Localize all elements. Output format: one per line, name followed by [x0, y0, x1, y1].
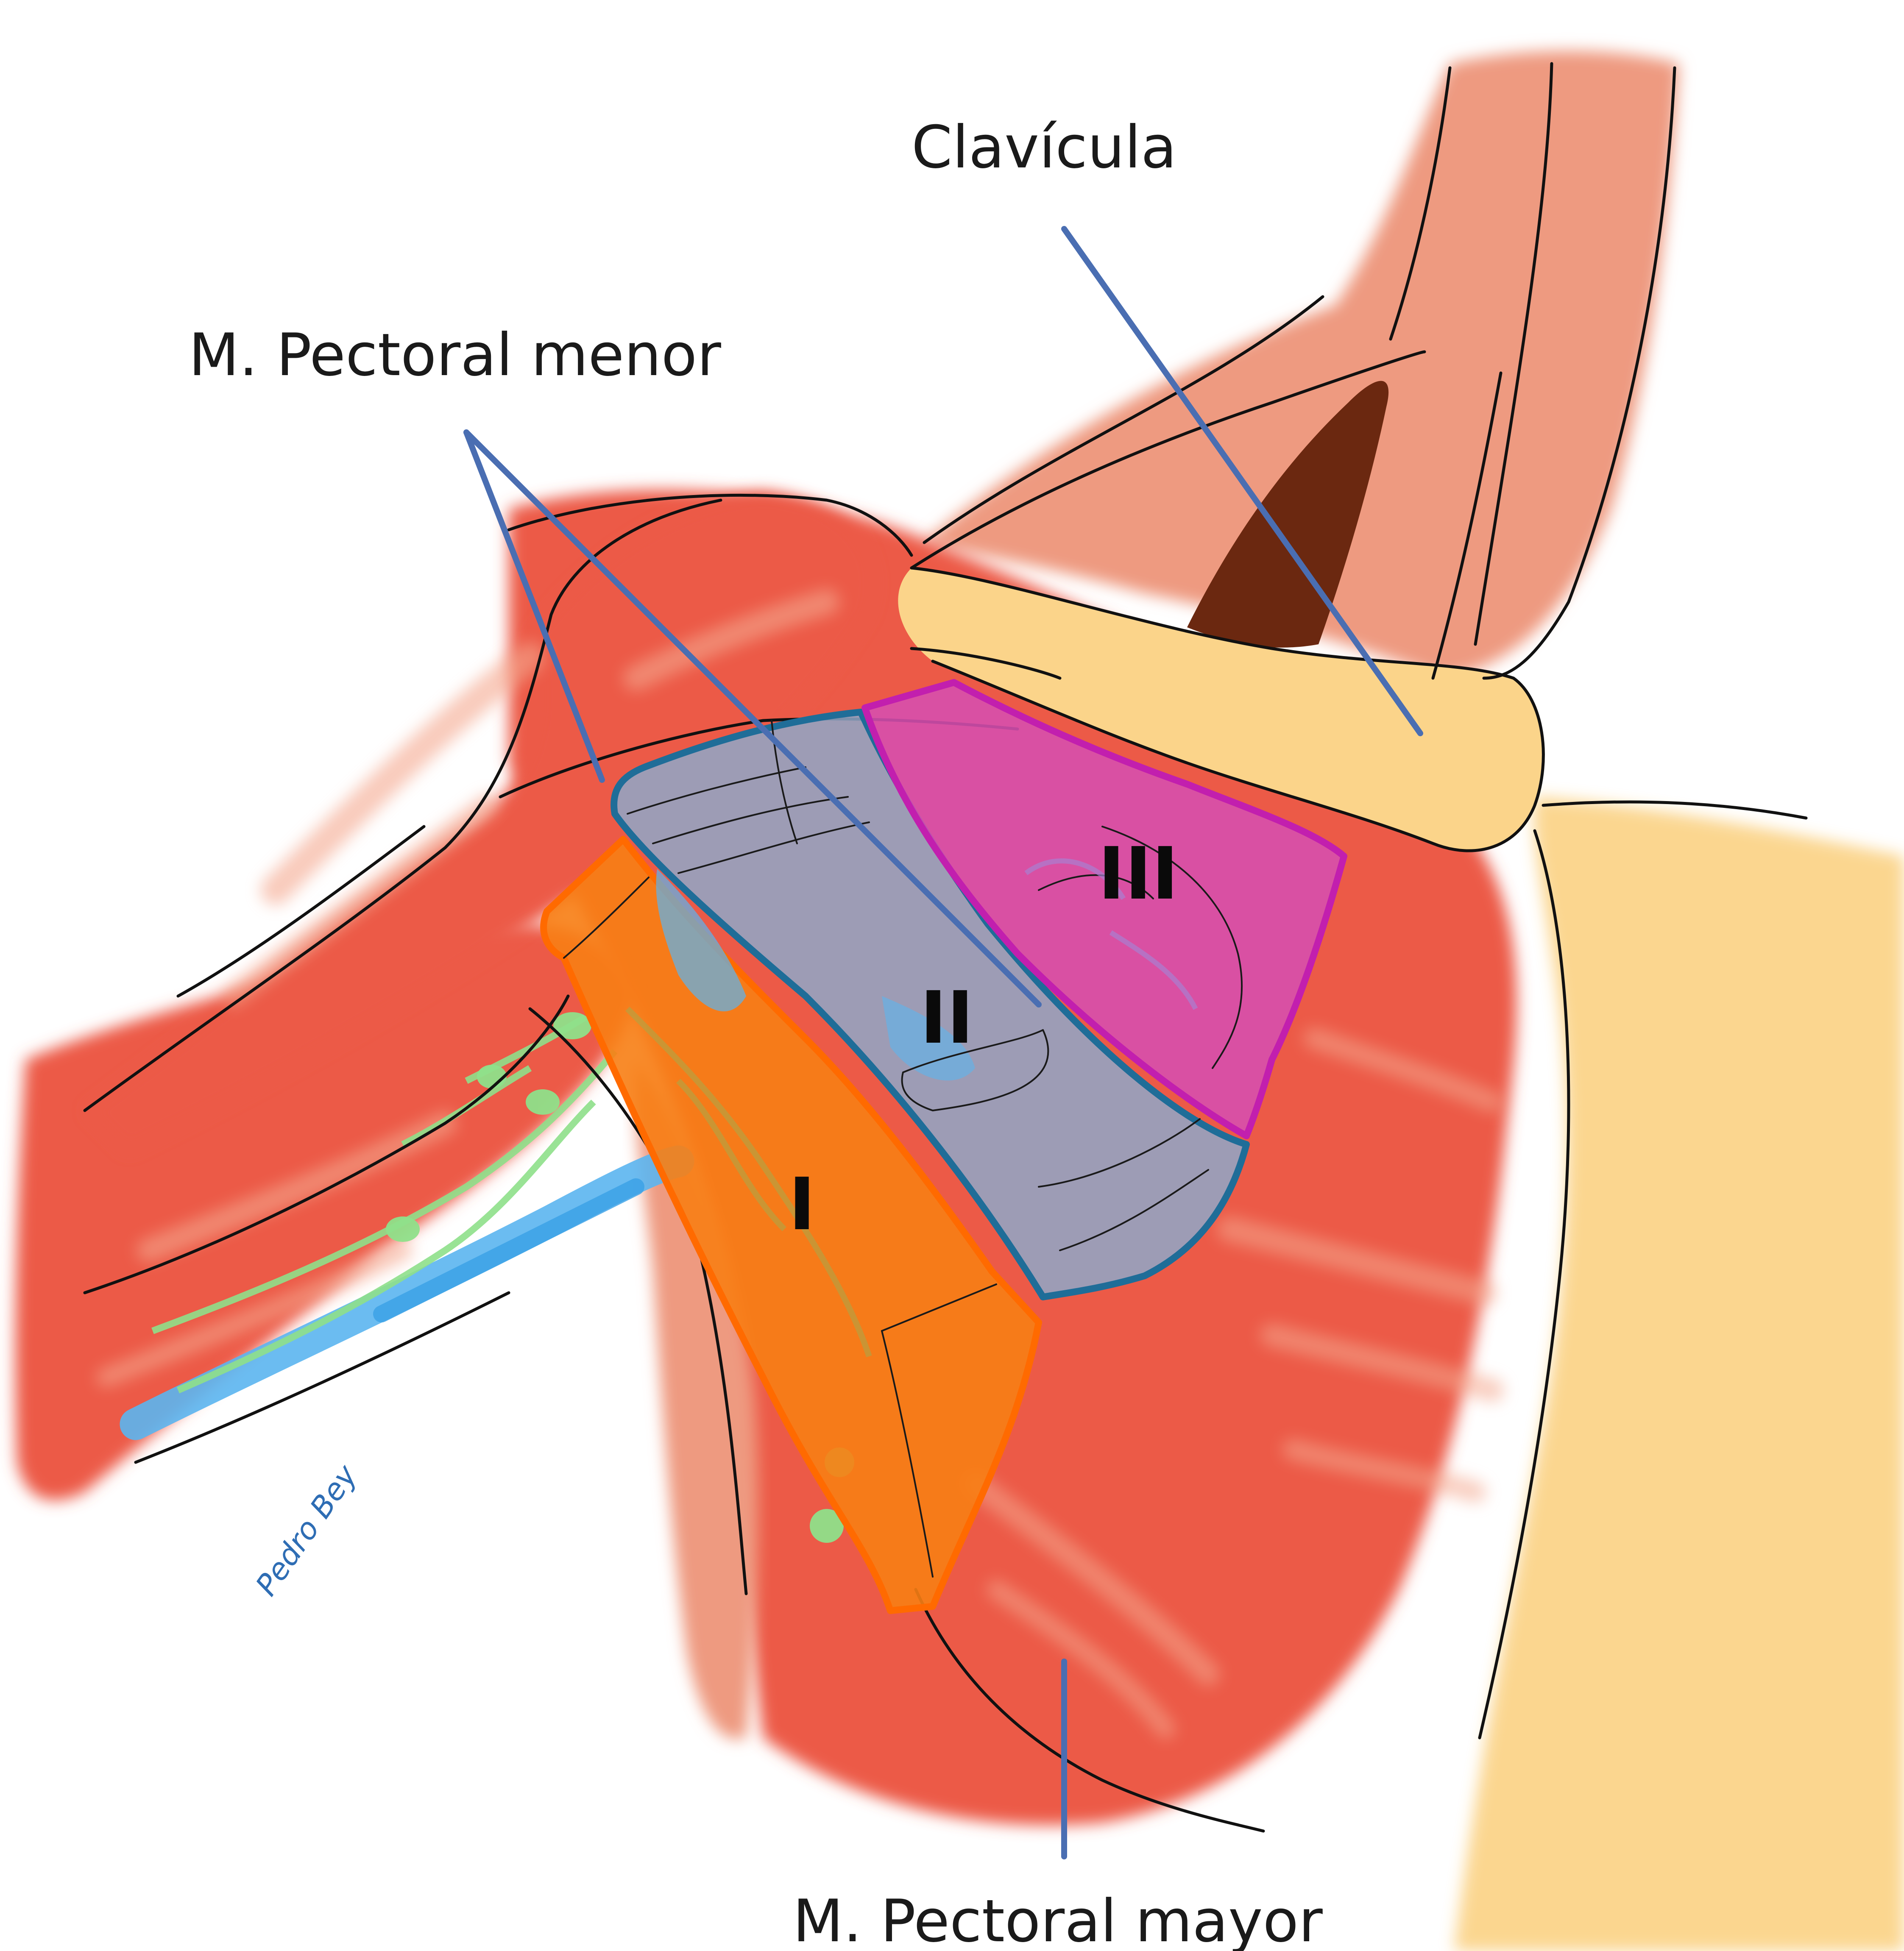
pectoralis-minor-label: M. Pectoral menor — [189, 321, 721, 389]
shoulder-bone-shape — [1454, 797, 1904, 1951]
pectoralis-major-label: M. Pectoral mayor — [793, 1887, 1323, 1951]
level-1-label: I — [789, 1163, 815, 1247]
clavicle-label: Clavícula — [912, 113, 1177, 181]
artist-signature: Pedro Bey — [249, 1458, 364, 1602]
level-2-label: II — [920, 976, 974, 1060]
level-3-label: III — [1098, 832, 1179, 916]
